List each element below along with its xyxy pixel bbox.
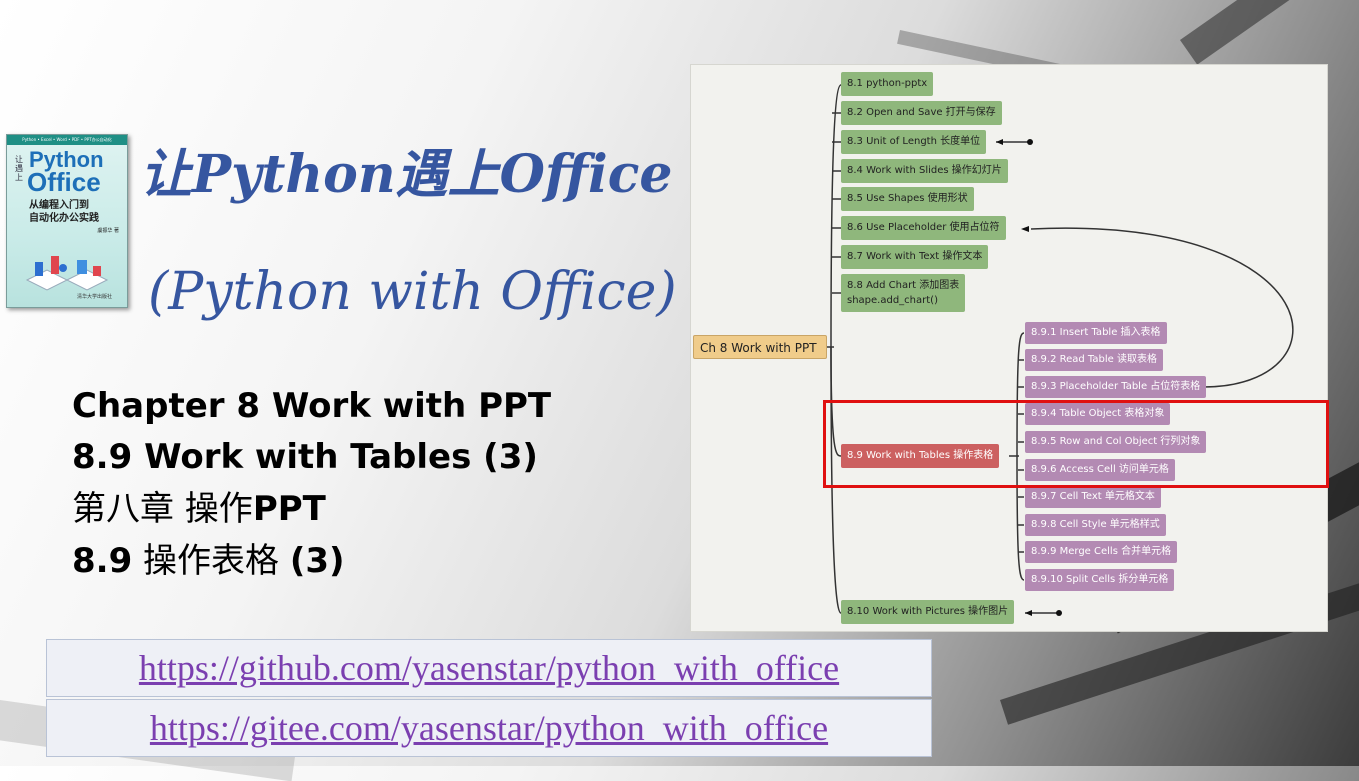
mindmap-section[interactable]: 8.6 Use Placeholder 使用占位符 [841,216,1006,240]
book-cover: Python • Excel • Word • PDF • PPT办公自动化 让… [6,134,128,308]
connector [1030,227,1294,388]
github-link[interactable]: https://github.com/yasenstar/python_with… [46,639,932,697]
mindmap-current-section[interactable]: 8.9 Work with Tables 操作表格 [841,444,1000,468]
book-illustration: 清华大学出版社 [25,256,112,300]
book-author: 虞振华 著 [97,228,119,234]
mindmap-section[interactable]: 8.7 Work with Text 操作文本 [841,245,989,269]
mindmap-subsection[interactable]: 8.9.1 Insert Table 插入表格 [1025,322,1167,344]
book-publisher: 清华大学出版社 [77,293,112,300]
book-subtitle-line: 自动化办公实践 [29,213,99,224]
connector [830,346,842,614]
connector-dot [1056,610,1062,616]
mindmap-subsection[interactable]: 8.9.3 Placeholder Table 占位符表格 [1025,376,1207,398]
connector [830,84,842,348]
mindmap-section[interactable]: 8.8 Add Chart 添加图表 shape.add_chart() [841,274,966,312]
chapter-heading: Chapter 8 Work with PPT [72,386,552,426]
book-subtitle: 从编程入门到 自动化办公实践 虞振华 著 [29,199,119,238]
connector [830,346,842,457]
section-heading-cn-text: 操作表格 [132,541,290,581]
mindmap-section[interactable]: 8.4 Work with Slides 操作幻灯片 [841,159,1008,183]
page-title-cn: 让Python遇上Office [140,144,673,205]
arrow-head [1021,226,1029,232]
book-title-python: Python [29,147,104,172]
highlight-box [823,400,1329,488]
mindmap-subsection[interactable]: 8.9.8 Cell Style 单元格样式 [1025,514,1166,536]
mindmap-subsection[interactable]: 8.9.2 Read Table 读取表格 [1025,349,1163,371]
section-heading: 8.9 Work with Tables (3) [72,437,538,477]
gitee-link[interactable]: https://gitee.com/yasenstar/python_with_… [46,699,932,757]
mindmap-subsection[interactable]: 8.9.5 Row and Col Object 行列对象 [1025,431,1207,453]
book-title-office: Office [27,167,101,197]
arrow-head [1025,610,1032,616]
mindmap-subsection[interactable]: 8.9.9 Merge Cells 合并单元格 [1025,541,1178,563]
mindmap-subsection[interactable]: 8.9.4 Table Object 表格对象 [1025,403,1171,425]
arrow-head [996,139,1003,145]
mindmap-section[interactable]: 8.3 Unit of Length 长度单位 [841,130,987,154]
chapter-heading-cn-bold: PPT [252,489,326,529]
book-side-text: 让遇上 [15,155,23,182]
mindmap-section-note: shape.add_chart() [847,295,938,306]
mindmap-section[interactable]: 8.1 python-pptx [841,72,934,96]
mindmap-panel: Ch 8 Work with PPT 8.1 python-pptx 8.2 O… [690,64,1328,632]
mindmap-section[interactable]: 8.2 Open and Save 打开与保存 [841,101,1002,125]
mindmap-root[interactable]: Ch 8 Work with PPT [693,335,827,359]
mindmap-subsection[interactable]: 8.9.10 Split Cells 拆分单元格 [1025,569,1175,591]
page-title-en: (Python with Office) [148,262,677,322]
section-part: (3) [289,541,345,581]
chapter-heading-cn: 第八章 操作PPT [72,489,326,529]
mindmap-connectors [824,84,1294,616]
connector-dot [1027,139,1033,145]
connector [1016,455,1025,581]
section-heading-cn: 8.9 操作表格 (3) [72,541,345,581]
mindmap-section[interactable]: 8.10 Work with Pictures 操作图片 [841,600,1015,624]
mindmap-section[interactable]: 8.5 Use Shapes 使用形状 [841,187,974,211]
mindmap-subsection[interactable]: 8.9.6 Access Cell 访问单元格 [1025,459,1175,481]
book-subtitle-line: 从编程入门到 [29,200,89,211]
book-banner: Python • Excel • Word • PDF • PPT办公自动化 [7,135,127,145]
background-streak [1180,0,1359,65]
mindmap-subsection[interactable]: 8.9.7 Cell Text 单元格文本 [1025,486,1161,508]
section-number: 8.9 [72,541,133,581]
chapter-heading-cn-text: 第八章 操作 [72,489,253,529]
mindmap-section-label: 8.8 Add Chart 添加图表 [847,280,960,291]
connector [1016,332,1025,457]
repo-links: https://github.com/yasenstar/python_with… [46,639,932,759]
